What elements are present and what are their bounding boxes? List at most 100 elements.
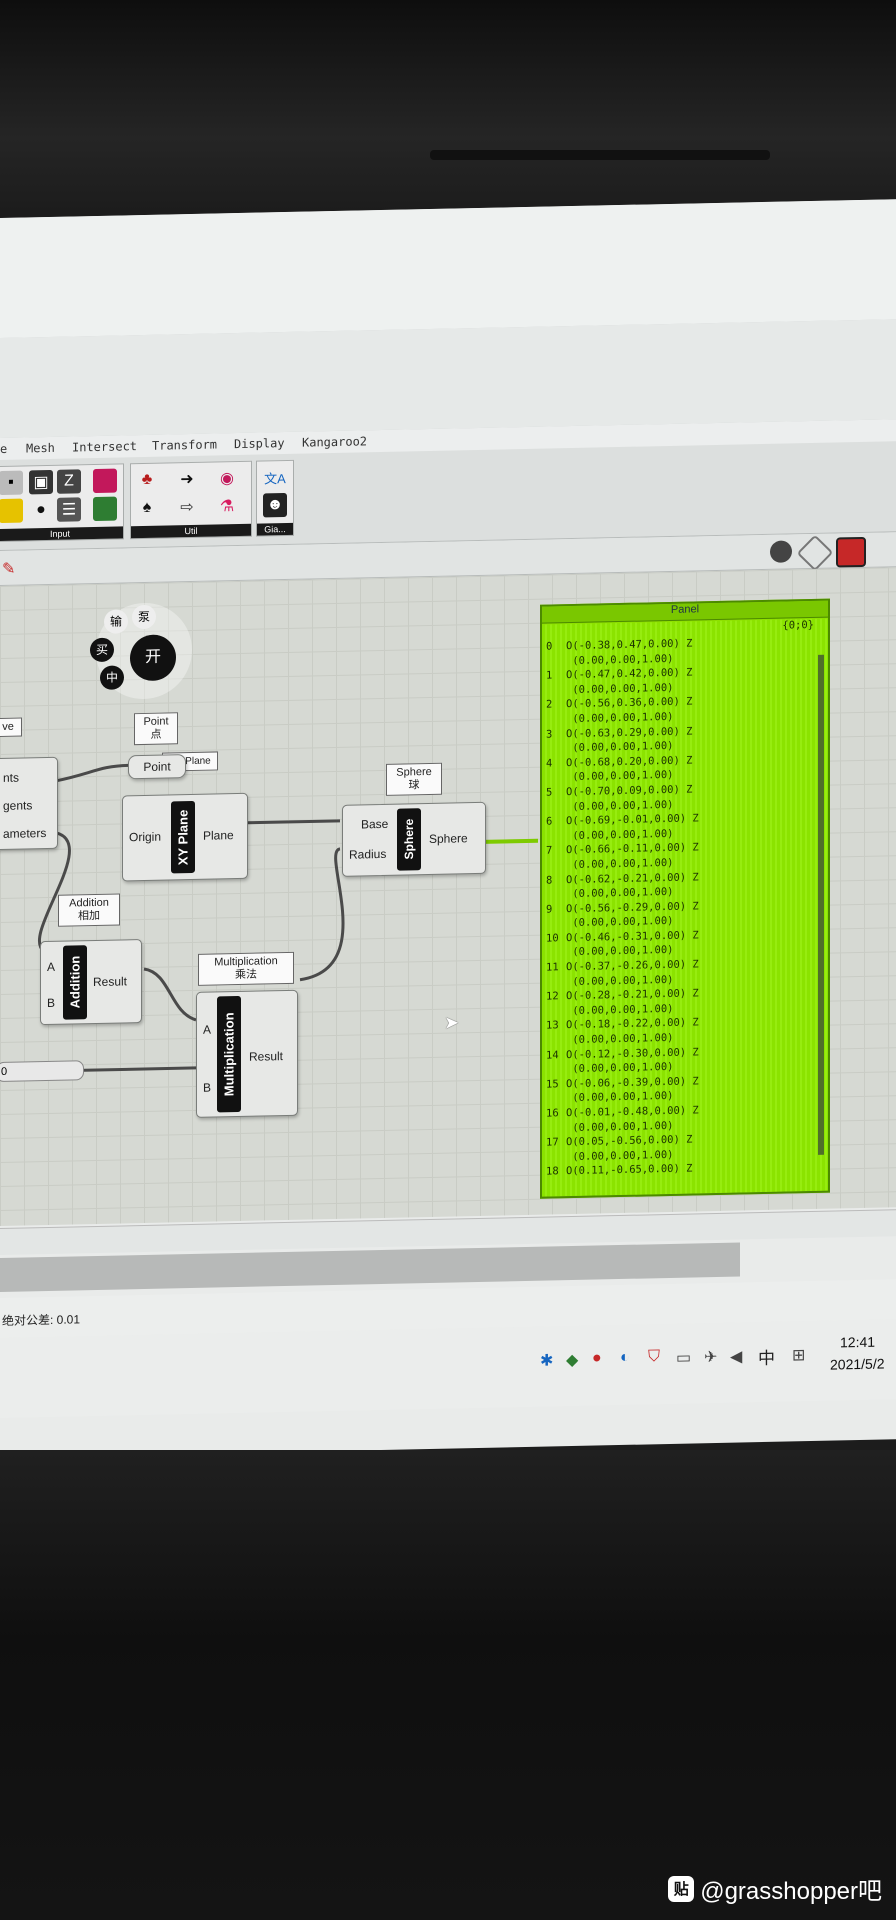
input-port-base[interactable]: Base (361, 816, 389, 832)
panel-row-text: O(-0.56,-0.29,0.00) Z (566, 900, 699, 915)
sphere-component[interactable]: Base Radius Sphere Sphere (342, 801, 486, 877)
input-port-b[interactable]: B (203, 1080, 212, 1095)
input-port-b[interactable]: B (47, 995, 56, 1011)
translate-icon[interactable]: 文A (264, 470, 286, 486)
list-tool-icon[interactable]: ☰ (57, 497, 81, 522)
cherry-icon[interactable]: ♣ (141, 470, 153, 489)
panel-row-text: O(0.05,-0.56,0.00) Z (566, 1133, 693, 1149)
tray-app-icon[interactable]: ● (592, 1349, 602, 1367)
panel-row-index: 13 (546, 1019, 559, 1033)
point-param[interactable]: Point (128, 754, 186, 780)
input-port-a[interactable]: A (203, 1022, 212, 1037)
curve-component[interactable]: nts gents ameters (0, 756, 58, 851)
menu-item[interactable]: e (0, 441, 8, 456)
tooltip-addition: Addition 相加 (58, 893, 120, 927)
arrow-right-icon[interactable]: ➜ (180, 470, 194, 489)
addition-component[interactable]: A B Addition Result (40, 939, 142, 1026)
panel-row-text: O(-0.68,0.20,0.00) Z (566, 754, 693, 769)
panel-row-text: O(-0.66,-0.11,0.00) Z (566, 841, 699, 857)
radial-menu-item[interactable]: 泵 (132, 604, 156, 630)
input-port-radius[interactable]: Radius (349, 846, 387, 862)
tooltip-sphere: Sphere 球 (386, 762, 442, 796)
input-port-a[interactable]: A (47, 959, 56, 975)
panel-row-text: O(-0.56,0.36,0.00) Z (566, 695, 693, 711)
circle-tool-icon[interactable]: ● (36, 501, 46, 519)
panel-row-text: (0.00,0.00,1.00) (566, 1002, 674, 1017)
shield-icon[interactable]: ⛉ (648, 1348, 661, 1366)
tooltip-text-zh: 点 (150, 728, 162, 741)
panel-row-text: (0.00,0.00,1.00) (566, 915, 674, 930)
panel-scrollbar[interactable] (818, 654, 824, 1155)
panel-row-index: 17 (546, 1136, 559, 1149)
ribbon-group-label: Gia... (257, 522, 293, 536)
preview-selected-icon[interactable] (836, 536, 866, 568)
input-tool-icon[interactable] (0, 498, 23, 524)
output-port-label[interactable]: ameters (3, 826, 47, 841)
menu-item-mesh[interactable]: Mesh (26, 440, 55, 456)
ime-indicator[interactable]: 中 (758, 1348, 775, 1369)
panel-row-text: (0.00,0.00,1.00) (566, 944, 674, 959)
input-tool-icon[interactable]: Z (57, 469, 81, 494)
menu-item-kangaroo2[interactable]: Kangaroo2 (302, 434, 368, 450)
wires (37, 763, 538, 1072)
keyboard-icon[interactable]: ⊞ (792, 1347, 806, 1365)
gradient-tool-icon[interactable] (93, 468, 117, 494)
clock-date[interactable]: 2021/5/2 (830, 1355, 885, 1373)
node-title: XY Plane (171, 800, 195, 874)
output-port-label[interactable]: nts (3, 770, 20, 785)
panel-row-index: 10 (546, 932, 559, 945)
panel-row-text: (0.00,0.00,1.00) (566, 1148, 674, 1163)
input-tool-icon[interactable]: ▣ (29, 469, 53, 495)
radial-menu-item[interactable]: 输 (104, 609, 128, 634)
output-port-sphere[interactable]: Sphere (429, 831, 468, 847)
bluetooth-icon[interactable]: ✱ (540, 1352, 554, 1370)
number-slider[interactable]: 0 (0, 1060, 84, 1083)
panel-row-index: 7 (546, 844, 553, 857)
output-port-label[interactable]: gents (3, 798, 33, 813)
grasshopper-canvas[interactable]: 输 泵 买 中 开 ve nts gents ameters Point 点 X… (0, 567, 896, 1226)
multiplication-component[interactable]: A B Multiplication Result (196, 989, 298, 1118)
user-icon[interactable]: ☻ (263, 492, 287, 518)
tooltip-text-zh: 乘法 (235, 968, 257, 982)
radial-menu-center[interactable]: 开 (130, 634, 176, 682)
flask-icon[interactable]: ⚗ (219, 498, 235, 516)
rhino-window-bar (0, 199, 896, 339)
swatch-tool-icon[interactable] (93, 496, 117, 522)
xy-plane-component[interactable]: Origin XY Plane Plane (122, 792, 248, 882)
arrow-outline-icon[interactable]: ⇨ (180, 498, 194, 517)
preview-shaded-icon[interactable] (770, 540, 792, 563)
panel-row-text: O(-0.06,-0.39,0.00) Z (566, 1075, 699, 1090)
panel-row-index: 9 (546, 903, 553, 916)
bezel-edge (430, 150, 770, 160)
tooltip-text: ve (2, 720, 14, 733)
airplane-icon[interactable]: ✈ (704, 1348, 718, 1367)
panel-row-text: O(-0.47,0.42,0.00) Z (566, 666, 693, 682)
input-port-origin[interactable]: Origin (129, 829, 162, 845)
panel-row-text: O(-0.18,-0.22,0.00) Z (566, 1016, 699, 1032)
output-port-result[interactable]: Result (93, 974, 128, 990)
tray-app-icon[interactable]: ◆ (566, 1351, 579, 1370)
ribbon-group-label: Util (131, 523, 251, 539)
panel-row-text: O(-0.62,-0.21,0.00) Z (566, 870, 699, 886)
monitor-bezel-top (0, 0, 896, 230)
input-tool-icon[interactable]: ▪ (0, 470, 23, 496)
output-port-result[interactable]: Result (249, 1049, 284, 1064)
tree-icon[interactable]: ♠ (142, 498, 152, 517)
pen-icon[interactable]: ✎ (2, 560, 16, 578)
radial-menu-item[interactable]: 中 (100, 665, 124, 690)
menu-item-transform[interactable]: Transform (152, 437, 218, 453)
panel-row-text: O(-0.38,0.47,0.00) Z (566, 637, 693, 653)
battery-icon[interactable]: ▭ (676, 1349, 692, 1367)
panel-row-text: (0.00,0.00,1.00) (566, 1090, 674, 1105)
bubble-icon[interactable]: ◉ (220, 470, 234, 488)
clock-time[interactable]: 12:41 (840, 1333, 876, 1351)
panel-row-text: O(-0.63,0.29,0.00) Z (566, 725, 693, 740)
tray-app-icon[interactable]: ◐ (620, 1348, 630, 1367)
radial-menu-item[interactable]: 买 (90, 637, 114, 663)
volume-icon[interactable]: ◀ (730, 1348, 743, 1366)
menu-item-intersect[interactable]: Intersect (72, 439, 138, 455)
preview-wire-icon[interactable] (796, 534, 834, 572)
menu-item-display[interactable]: Display (234, 436, 285, 452)
output-port-plane[interactable]: Plane (203, 828, 234, 843)
